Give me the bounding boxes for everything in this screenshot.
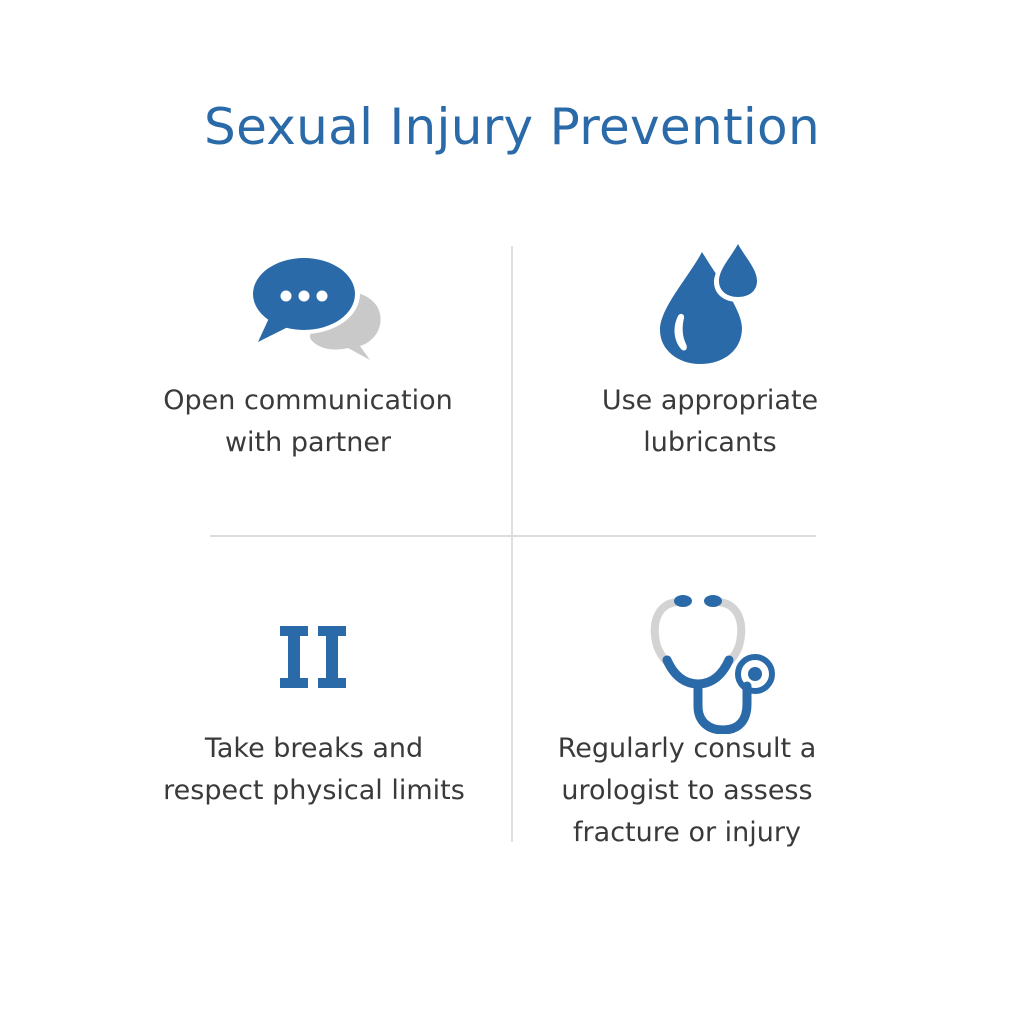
pause-icon <box>280 626 346 688</box>
tip-label: Regularly consult a urologist to assess … <box>557 733 817 848</box>
tip-breaks: Take breaks and respect physical limits <box>134 620 494 820</box>
tip-label: Use appropriate lubricants <box>601 385 819 458</box>
page-title: Sexual Injury Prevention <box>204 98 820 156</box>
vertical-divider <box>511 246 513 842</box>
tip-lubricants: Use appropriate lubricants <box>530 238 890 468</box>
horizontal-divider <box>210 535 816 537</box>
chat-bubbles-icon <box>250 256 381 360</box>
tip-label: Take breaks and respect physical limits <box>163 733 465 806</box>
tip-communication: Open communication with partner <box>128 250 488 470</box>
water-drops-icon <box>660 238 762 364</box>
tip-urologist: Regularly consult a urologist to assess … <box>507 590 867 860</box>
tip-label: Open communication with partner <box>163 385 453 458</box>
stethoscope-icon <box>650 595 775 734</box>
